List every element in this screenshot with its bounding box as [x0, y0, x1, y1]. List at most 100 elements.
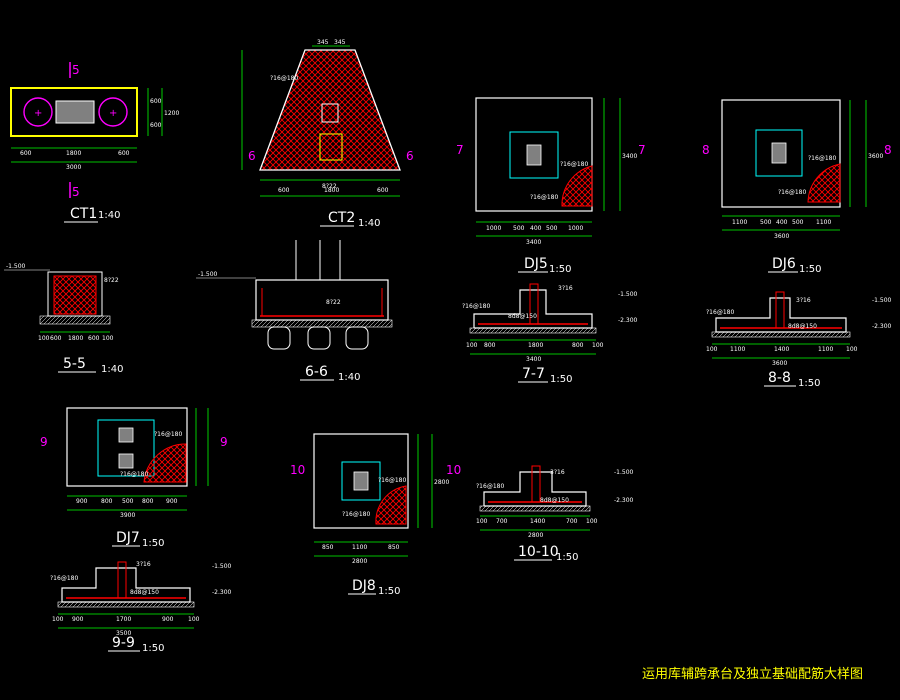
- s99-dim-b2: 900: [72, 616, 84, 623]
- dj7-rebar-mesh: [143, 443, 187, 483]
- dj6-dim-b3: 400: [776, 219, 788, 226]
- s77-footing: [473, 289, 593, 329]
- s1010-note-rebar: ?16@180: [476, 483, 504, 490]
- s1010-label: 10-10: [518, 544, 559, 560]
- dj7-column-b: [118, 453, 134, 469]
- section-10-10: ?16@180 8d8@150 3?16 -1.500 -2.300 100 7…: [476, 465, 634, 563]
- ct2-column: [321, 103, 339, 123]
- dj8-label: DJ8: [352, 578, 376, 594]
- ct2-dim-t2: 345: [334, 39, 346, 46]
- dj8-pedestal: [341, 461, 381, 501]
- ct2-cap-outline: [259, 49, 401, 171]
- s99-scale: 1:50: [142, 643, 164, 654]
- s55-note-top: 8?22: [104, 277, 119, 284]
- dj5-outline: [475, 97, 593, 212]
- dj5-dim-b1: 1000: [486, 225, 501, 232]
- section-mark-7-left: 7: [456, 143, 464, 157]
- dj5-rebar-mesh: [561, 165, 593, 207]
- section-mark-7-right: 7: [638, 143, 646, 157]
- dj5-scale: 1:50: [549, 264, 571, 275]
- s88-scale: 1:50: [798, 378, 820, 389]
- s99-dim-total: 3500: [116, 630, 131, 637]
- ct2-scale: 1:40: [358, 218, 380, 229]
- s66-scale: 1:40: [338, 372, 360, 383]
- dj7-dim-b1: 900: [76, 498, 88, 505]
- s77-note-rebar: ?16@180: [462, 303, 490, 310]
- dj8-dim-rt: 2800: [434, 479, 449, 486]
- s1010-elev1: -1.500: [614, 469, 634, 476]
- ct1-dim-r2: 600: [150, 122, 162, 129]
- dj5-plan: ?16@180 ?16@180 7 7 1000 500 400 500 100…: [456, 97, 646, 275]
- s88-elev2: -2.300: [872, 323, 892, 330]
- dj8-outline: [313, 433, 409, 529]
- dj7-plan: ?16@180 ?16@180 9 9 900 800 500 800 900 …: [40, 407, 228, 549]
- dj5-dim-total: 3400: [526, 239, 541, 246]
- dj5-pedestal: [509, 131, 559, 179]
- dj5-column: [526, 144, 542, 166]
- s55-elev: -1.500: [6, 263, 26, 270]
- s55-rebar-cage: [53, 275, 97, 315]
- section-mark-9-left: 9: [40, 435, 48, 449]
- dj6-pedestal: [755, 129, 803, 177]
- s66-elev: -1.500: [198, 271, 218, 278]
- section-mark-10-right: 10: [446, 463, 461, 477]
- s1010-dim-b4: 700: [566, 518, 578, 525]
- s1010-footing: [483, 471, 587, 507]
- s99-dim-b1: 100: [52, 616, 64, 623]
- section-mark-8-left: 8: [702, 143, 710, 157]
- section-9-9: ?16@180 8d8@150 3?16 -1.500 -2.300 100 9…: [50, 561, 232, 654]
- dj5-dim-b4: 500: [546, 225, 558, 232]
- ct1-scale: 1:40: [98, 210, 120, 221]
- ct2-plan: 345 345 6 6 600 1800 600 ?16@180 8?22 CT…: [241, 39, 414, 229]
- dj6-scale: 1:50: [799, 264, 821, 275]
- dj7-label: DJ7: [116, 530, 140, 546]
- dj8-rebar-mesh: [375, 485, 407, 525]
- s99-footing: [61, 567, 191, 603]
- dj7-column-a: [118, 427, 134, 443]
- dj6-outline: [721, 99, 841, 208]
- s99-dim-b4: 900: [162, 616, 174, 623]
- dj6-dim-b5: 1100: [816, 219, 831, 226]
- s88-dim-b1: 100: [706, 346, 718, 353]
- dj8-column: [353, 471, 369, 491]
- dj7-note-rebar2: ?16@180: [120, 471, 148, 478]
- s1010-elev2: -2.300: [614, 497, 634, 504]
- ct1-dim-rt: 1200: [164, 110, 179, 117]
- dj5-dim-b2: 500: [513, 225, 525, 232]
- ct2-note-top: 8?22: [322, 183, 337, 190]
- dj6-plan: ?16@180 ?16@180 8 8 1100 500 400 500 110…: [702, 99, 892, 275]
- s99-dim-b3: 1700: [116, 616, 131, 623]
- dj5-note-rebar1: ?16@180: [560, 161, 588, 168]
- s1010-dim-b1: 100: [476, 518, 488, 525]
- s77-dim-b5: 100: [592, 342, 604, 349]
- s77-dim-b1: 100: [466, 342, 478, 349]
- s66-pile-1: [267, 326, 291, 350]
- section-mark-9-right: 9: [220, 435, 228, 449]
- s1010-scale: 1:50: [556, 552, 578, 563]
- dj5-dim-b3: 400: [530, 225, 542, 232]
- s55-dim-b1: 100: [38, 335, 50, 342]
- s99-note-rebar: ?16@180: [50, 575, 78, 582]
- pile-center-left-icon: +: [34, 108, 42, 119]
- s77-note-legs: 3?16: [558, 285, 573, 292]
- s77-dim-b4: 800: [572, 342, 584, 349]
- s88-note-rebar: ?16@180: [706, 309, 734, 316]
- dj6-note-rebar2: ?16@180: [778, 189, 806, 196]
- s77-note-stirrup: 8d8@150: [508, 313, 537, 320]
- section-8-8: ?16@180 8d8@150 3?16 -1.500 -2.300 100 1…: [706, 291, 892, 389]
- section-mark-5-bottom: 5: [72, 185, 80, 199]
- dj7-dim-total: 3900: [120, 512, 135, 519]
- ct1-dim-b1: 600: [20, 150, 32, 157]
- ct1-column: [55, 100, 95, 124]
- dj6-label: DJ6: [772, 256, 796, 272]
- s99-note-legs: 3?16: [136, 561, 151, 568]
- ct1-plan: 5 + + 600 1800 600 3000 600 600 1200 5 C…: [10, 62, 179, 223]
- dj7-scale: 1:50: [142, 538, 164, 549]
- dj8-scale: 1:50: [378, 586, 400, 597]
- dj6-note-rebar1: ?16@180: [808, 155, 836, 162]
- ct1-label: CT1: [70, 206, 97, 222]
- dj8-plan: ?16@180 ?16@180 10 10 2800 850 1100 850 …: [290, 433, 461, 597]
- dj8-note-rebar2: ?16@180: [342, 511, 370, 518]
- dj8-dim-b3: 850: [388, 544, 400, 551]
